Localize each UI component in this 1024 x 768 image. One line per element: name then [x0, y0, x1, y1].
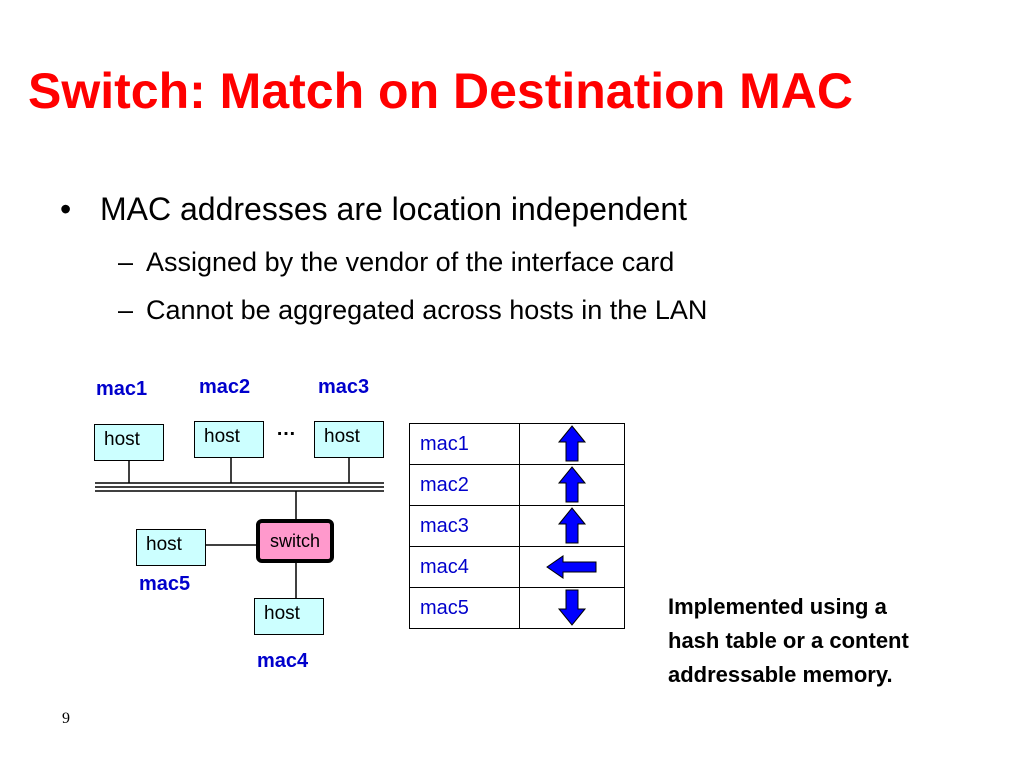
forwarding-row: mac4 [409, 546, 625, 588]
host-mac2: host [194, 421, 264, 458]
subbullet-text: Cannot be aggregated across hosts in the… [146, 295, 708, 325]
subbullet-dash: – [118, 295, 134, 325]
host-mac4: host [254, 598, 324, 635]
implementation-note: Implemented using a hash table or a cont… [668, 590, 909, 692]
forwarding-port-cell [519, 464, 625, 506]
forwarding-port-cell [519, 505, 625, 547]
forwarding-port-cell [519, 587, 625, 629]
forwarding-row: mac1 [409, 423, 625, 465]
bullet-glyph: • [60, 191, 72, 227]
mac3-label: mac3 [318, 376, 370, 398]
forwarding-mac-cell: mac2 [409, 464, 520, 506]
mac2-label: mac2 [199, 376, 251, 398]
forwarding-mac-cell: mac5 [409, 587, 520, 629]
subbullet-text: Assigned by the vendor of the interface … [146, 247, 675, 277]
forwarding-row: mac3 [409, 505, 625, 547]
more-hosts-ellipsis: … [276, 418, 296, 440]
subbullet-item: –Cannot be aggregated across hosts in th… [118, 295, 707, 326]
arrow-up-icon [557, 466, 587, 503]
note-line: addressable memory. [668, 662, 893, 687]
mac5-label: mac5 [139, 573, 191, 595]
bullet-text: MAC addresses are location independent [100, 191, 688, 227]
subbullet-dash: – [118, 247, 134, 277]
note-line: Implemented using a [668, 594, 887, 619]
host-mac5: host [136, 529, 206, 566]
forwarding-port-cell [519, 423, 625, 465]
forwarding-mac-cell: mac4 [409, 546, 520, 588]
mac4-label: mac4 [257, 650, 309, 672]
forwarding-mac-cell: mac3 [409, 505, 520, 547]
host-mac1: host [94, 424, 164, 461]
arrow-left-icon [546, 555, 597, 579]
arrow-down-icon [557, 589, 587, 626]
arrow-up-icon [557, 425, 587, 462]
arrow-up-icon [557, 507, 587, 544]
switch-box: switch [256, 519, 334, 563]
forwarding-mac-cell: mac1 [409, 423, 520, 465]
forwarding-row: mac2 [409, 464, 625, 506]
bullet-item: • MAC addresses are location independent [60, 191, 687, 228]
mac1-label: mac1 [96, 378, 148, 400]
slide-number: 9 [62, 710, 70, 727]
subbullet-item: –Assigned by the vendor of the interface… [118, 247, 674, 278]
forwarding-port-cell [519, 546, 625, 588]
forwarding-row: mac5 [409, 587, 625, 629]
slide-title: Switch: Match on Destination MAC [28, 63, 853, 119]
host-mac3: host [314, 421, 384, 458]
note-line: hash table or a content [668, 628, 909, 653]
